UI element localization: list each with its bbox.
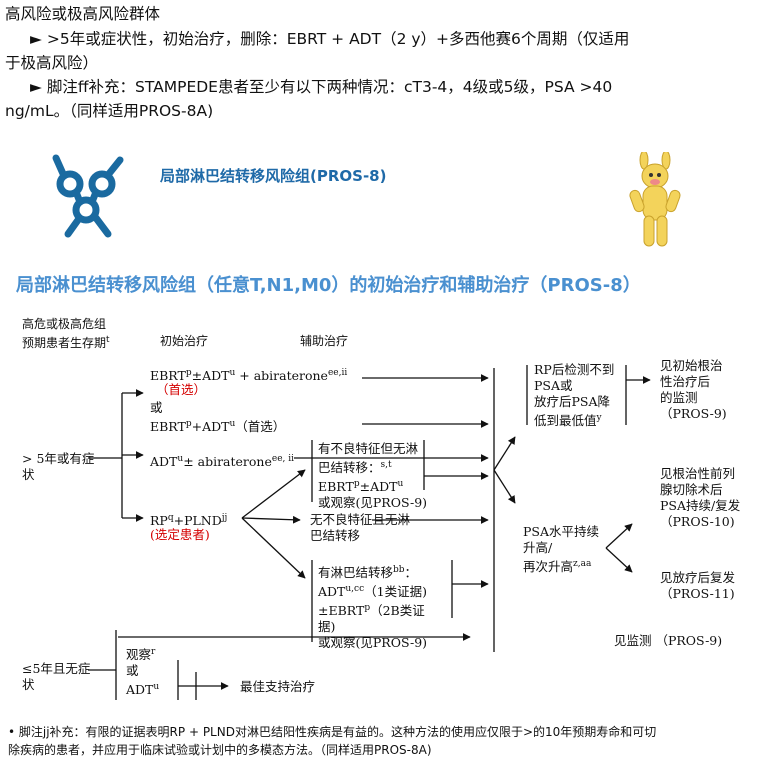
see-post-rt-recurrence: 见放疗后复发 （PROS-11) — [660, 570, 736, 601]
adverse-features-box: 有不良特征但无淋 巴结转移：s,t EBRTp±ADTu 或观察(见PROS-9… — [318, 441, 428, 511]
logo-label: 局部淋巴结转移风险组(PROS-8) — [160, 167, 387, 185]
col-header-risk: 高危或极高危组 预期患者生存期t — [22, 317, 110, 350]
option-ebrt-adt-abiraterone: EBRTp±ADTu + abirateroneee,ii — [150, 368, 348, 384]
intro-bullet-1: ► >5年或症状性，初始治疗，删除：EBRT + ADT（2 y）+多西他赛6个… — [30, 30, 630, 48]
footnote-line-2: 除疾病的患者，并应用于临床试验或计划中的多模态方法。（同样适用PROS-8A) — [8, 743, 432, 757]
intro-bullet-1-cont: 于极高风险） — [5, 54, 99, 72]
see-post-rp-recurrence: 见根治性前列 腺切除术后 PSA持续/复发 （PROS-10) — [660, 466, 741, 529]
footnote-line-1: • 脚注jj补充：有限的证据表明RP + PLND对淋巴结阳性疾病是有益的。这种… — [8, 725, 657, 739]
option-ebrt-adt: EBRTp+ADTu（首选） — [150, 419, 286, 435]
see-monitoring: 见监测 （PROS-9) — [614, 633, 723, 648]
node-metastasis-box: 有淋巴结转移bb： ADTu,cc（1类证据) ±EBRTp（2B类证 据) 或… — [318, 565, 428, 651]
psa-persistent-box: PSA水平持续 升高/ 再次升高z,aa — [523, 524, 600, 575]
col-header-initial: 初始治疗 — [160, 334, 209, 348]
see-post-radical-monitoring: 见初始根治 性治疗后 的监测 （PROS-9) — [660, 358, 727, 421]
intro-heading: 高风险或极高风险群体 — [5, 5, 161, 23]
preferred-label-1: （首选） — [156, 382, 207, 397]
selected-patients-label: (选定患者) — [150, 527, 210, 542]
undetectable-psa-box: RP后检测不到 PSA或 放疗后PSA降 低到最低值y — [534, 362, 615, 429]
molecule-logo-icon — [52, 154, 124, 238]
col-header-adjuvant: 辅助治疗 — [300, 334, 349, 348]
life-gt5-label: > 5年或有症状 — [22, 451, 95, 482]
option-rp-plnd: RPq+PLNDjj — [150, 513, 228, 529]
life-le5-label: ≤5年且无症状 — [22, 661, 91, 692]
best-supportive-care: 最佳支持治疗 — [240, 679, 316, 694]
no-adverse-features-box: 无不良特征且无淋巴结转移 — [310, 512, 411, 543]
observe-or-adt-box: 观察r 或 ADTu — [126, 647, 160, 698]
or-label-1: 或 — [150, 400, 163, 415]
page-title: 局部淋巴结转移风险组（任意T,N1,M0）的初始治疗和辅助治疗（PROS-8） — [16, 275, 641, 296]
option-adt-abiraterone: ADTu± abirateroneee, ii — [150, 454, 295, 470]
intro-bullet-2: ► 脚注ff补充：STAMPEDE患者至少有以下两种情况：cT3-4，4级或5级… — [30, 78, 613, 96]
mascot-image — [629, 152, 681, 247]
intro-bullet-2-cont: ng/mL。（同样适用PROS-8A) — [5, 102, 214, 120]
